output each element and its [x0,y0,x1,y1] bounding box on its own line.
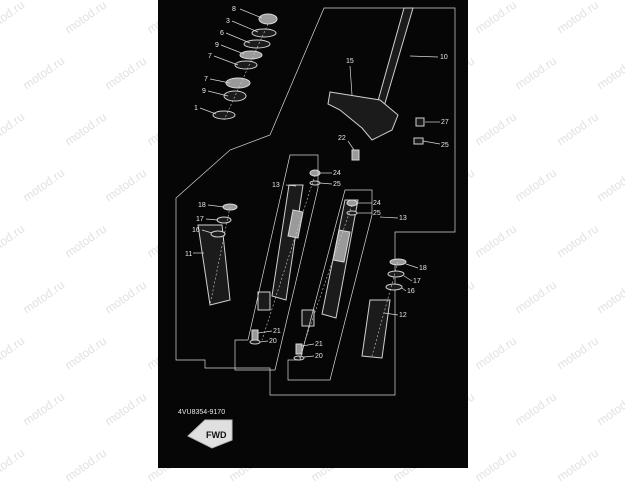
callout-17-left: 17 [196,216,204,223]
callout-25-top: 25 [441,142,449,149]
callout-10: 10 [440,54,448,61]
assembly-outline [175,7,456,396]
callout-17-right: 17 [413,278,421,285]
callout-1: 1 [194,105,198,112]
callout-9-upper: 9 [215,42,219,49]
race-9b [223,90,247,102]
callout-13-left: 13 [272,182,280,189]
cover-6 [243,39,271,49]
bolt-21a [251,329,259,341]
callout-20-right: 20 [315,353,323,360]
under-bracket-15 [327,91,399,141]
callout-22: 22 [338,135,346,142]
callout-8: 8 [232,6,236,13]
bearing-7b [225,77,251,89]
bolt-25-top [413,137,424,145]
washer-16a [210,230,226,238]
stem-10 [375,7,414,111]
callout-24-right: 24 [373,200,381,207]
callout-18-right: 18 [419,265,427,272]
guide-right-outer [371,261,399,357]
leader-lines [193,8,441,358]
callout-20-left: 20 [269,338,277,345]
callout-18-left: 18 [198,202,206,209]
bolt-27 [415,117,425,127]
callout-21-left: 21 [273,328,281,335]
guide-left-outer [209,206,231,306]
callout-13-right: 13 [399,215,407,222]
washer-16b [385,283,403,291]
bearing-7a [234,60,258,70]
damper-13a [257,291,271,311]
callout-7-upper: 7 [208,53,212,60]
steering-stem [327,7,425,161]
ring-25b [309,180,321,186]
spring-13b [332,229,351,263]
bolt-22 [351,149,360,161]
callout-6: 6 [220,30,224,37]
box-left-fork [234,154,319,371]
callout-7-lower: 7 [204,76,208,83]
guide-right-inner [298,204,353,359]
callout-24-left: 24 [333,170,341,177]
box-right-fork [287,189,373,381]
diagram-svg: FWD 4VU8354-9170 8 3 6 9 7 7 9 1 10 15 2… [175,6,456,449]
diagram-code: 4VU8354-9170 [178,409,225,416]
washer-20a [249,339,261,345]
right-fork [293,199,407,361]
guide-bearing [223,23,269,121]
fwd-label: FWD [206,430,227,440]
clip-17b [387,270,405,278]
inner-tube-13a [271,184,304,301]
callout-16-left: 16 [192,227,200,234]
damper-13b [301,309,315,327]
callout-21-right: 21 [315,341,323,348]
race-9a [239,50,263,60]
callout-11: 11 [185,251,192,258]
ring-nut-8 [258,13,278,25]
ring-25c [346,210,358,216]
fork-outer-12 [361,299,391,359]
callout-25-left: 25 [333,181,341,188]
callout-labels: 8 3 6 9 7 7 9 1 10 15 27 22 25 13 24 25 … [185,6,449,360]
callout-9-lower: 9 [202,88,206,95]
seal-1 [212,110,236,120]
guide-left-inner [261,174,316,341]
bearing-stack [212,13,278,120]
fwd-arrow-icon: FWD [187,419,233,449]
clip-17a [216,216,232,224]
callout-3: 3 [226,18,230,25]
callout-12: 12 [399,312,407,319]
spring-13a [287,209,304,239]
callout-16-right: 16 [407,288,415,295]
callout-15: 15 [346,58,354,65]
callout-27: 27 [441,119,449,126]
callout-25-right: 25 [373,210,381,217]
fork-outer-11 [197,224,231,306]
